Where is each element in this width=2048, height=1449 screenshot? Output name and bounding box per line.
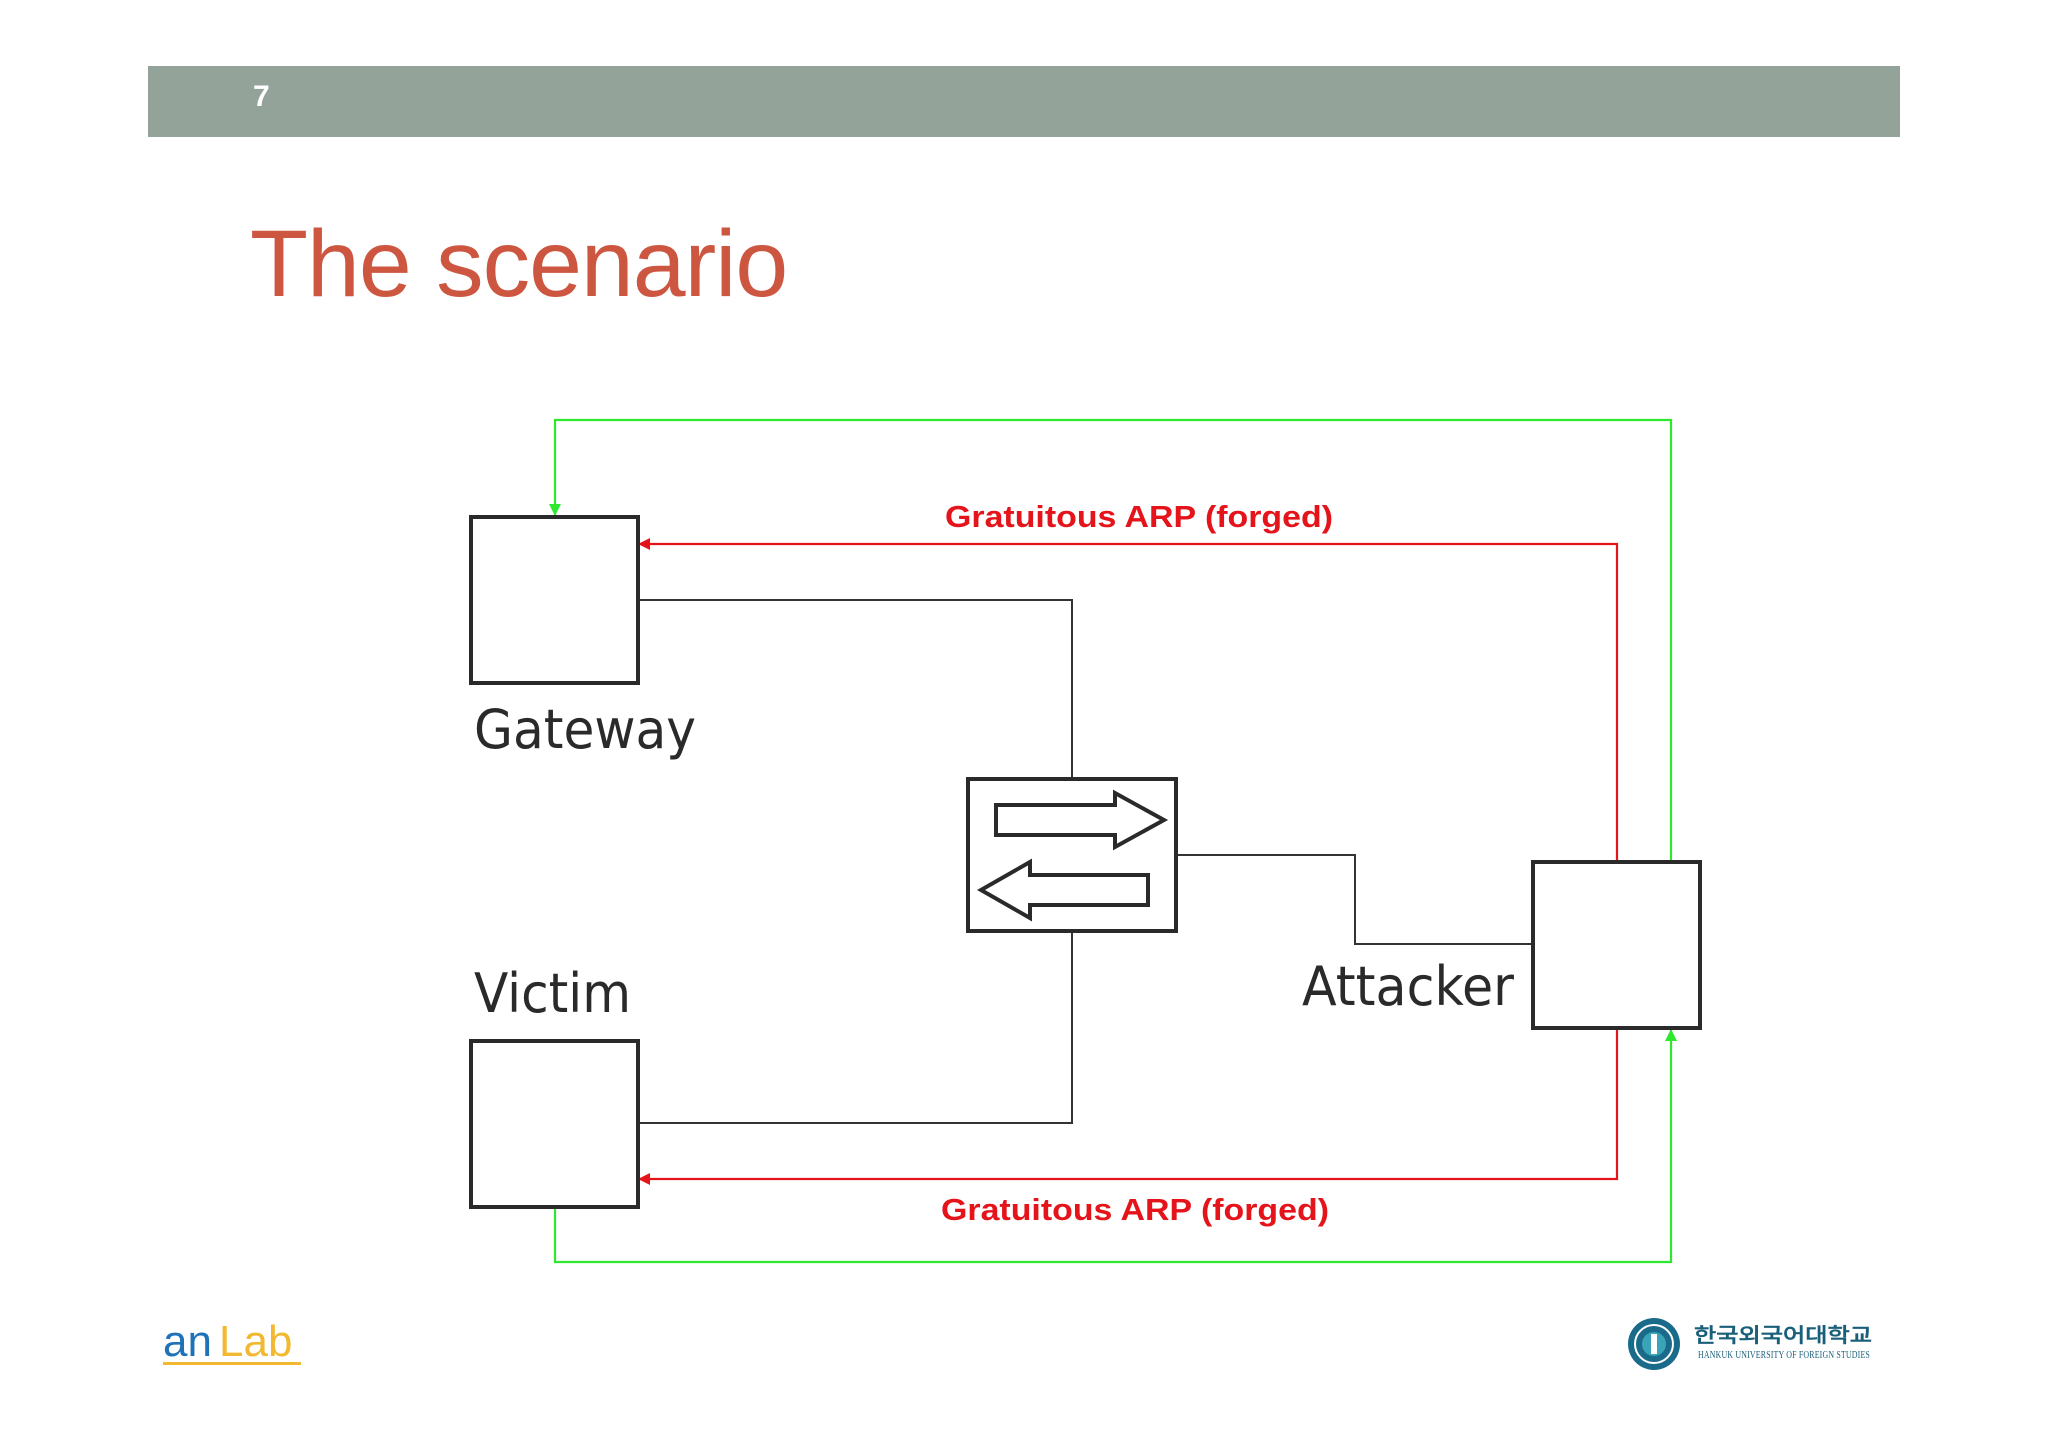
forged-arp-to-gateway bbox=[638, 538, 1619, 862]
university-name-ko: 한국외국어대학교 bbox=[1694, 1323, 1872, 1347]
traffic-attacker-to-gateway bbox=[549, 418, 1673, 862]
victim-label: Victim bbox=[474, 962, 631, 1025]
switch-arrow-left-icon bbox=[976, 858, 1150, 922]
forged-arp-label-bottom: Gratuitous ARP (forged) bbox=[941, 1192, 1329, 1227]
switch bbox=[966, 777, 1178, 933]
forged-arp-to-victim bbox=[638, 1029, 1619, 1185]
link-gateway-switch bbox=[638, 599, 1073, 778]
university-name-en: HANKUK UNIVERSITY OF FOREIGN STUDIES bbox=[1698, 1350, 1870, 1361]
gateway-box bbox=[469, 515, 640, 685]
network-links bbox=[638, 599, 1533, 1124]
gateway-label: Gateway bbox=[474, 698, 696, 761]
anlab-logo: an Lab bbox=[163, 1318, 301, 1366]
link-switch-attacker bbox=[1176, 854, 1533, 945]
anlab-logo-an: an bbox=[163, 1318, 212, 1366]
traffic-lines bbox=[549, 418, 1677, 1264]
victim-box bbox=[469, 1039, 640, 1209]
slide-number: 7 bbox=[253, 80, 270, 113]
forged-arp-lines bbox=[638, 538, 1619, 1185]
header-bar bbox=[148, 66, 1900, 137]
university-logo: 한국외국어대학교 HANKUK UNIVERSITY OF FOREIGN ST… bbox=[1628, 1318, 1872, 1370]
attacker-label: Attacker bbox=[1302, 955, 1515, 1018]
traffic-victim-to-attacker bbox=[553, 1029, 1677, 1264]
link-victim-switch bbox=[638, 932, 1073, 1124]
switch-box bbox=[966, 777, 1178, 933]
attacker-box bbox=[1531, 860, 1702, 1030]
forged-arp-label-top: Gratuitous ARP (forged) bbox=[945, 499, 1333, 534]
slide-title: The scenario bbox=[250, 211, 788, 317]
anlab-logo-lab: Lab bbox=[219, 1318, 292, 1366]
switch-arrow-right-icon bbox=[994, 789, 1169, 851]
